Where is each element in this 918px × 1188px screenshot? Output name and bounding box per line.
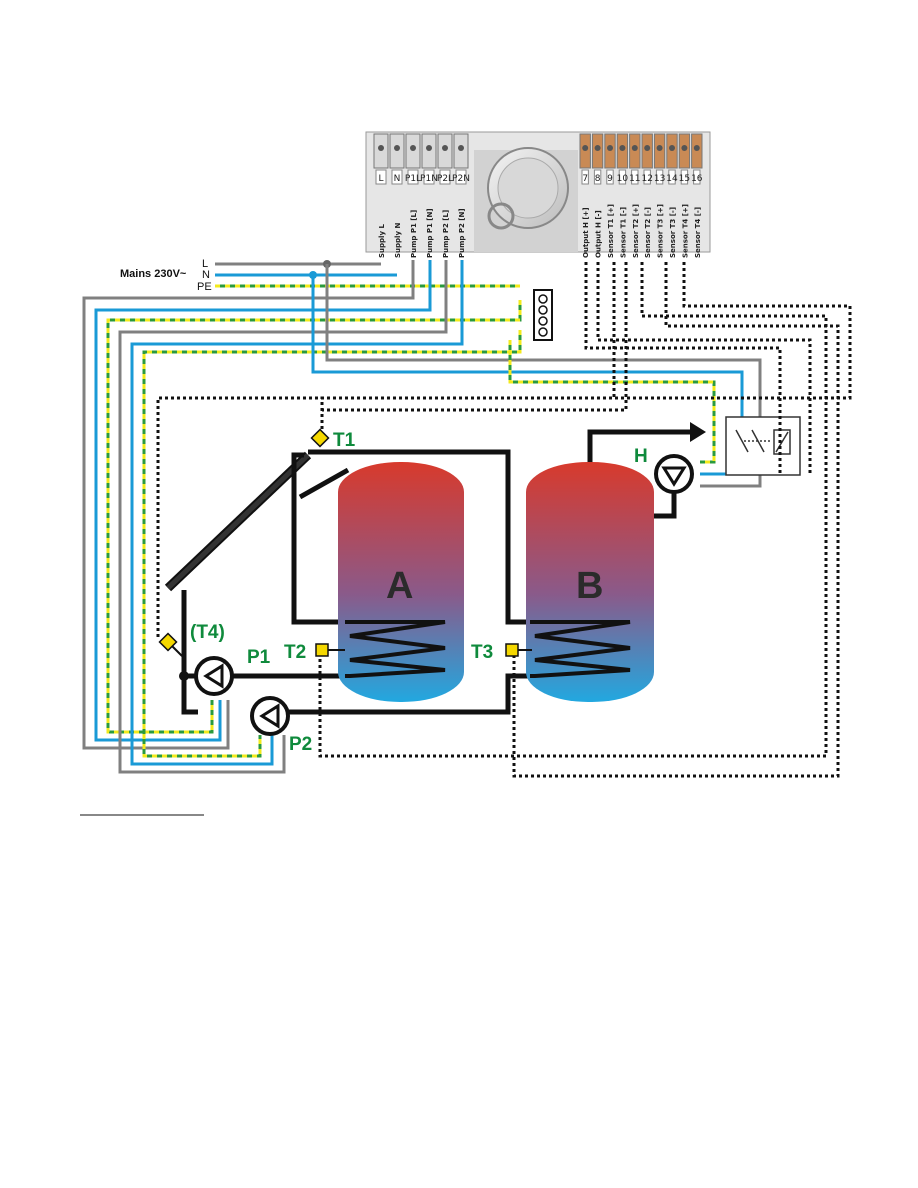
- collector-junction-dot: [179, 671, 189, 681]
- sensor-t2-label: T2: [284, 642, 306, 663]
- right-terminal-number: 10: [617, 174, 629, 184]
- pump-p2: P2: [250, 696, 312, 755]
- hydraulic-pipes: [164, 429, 690, 715]
- right-terminal-label: Output H [-]: [595, 210, 603, 258]
- tank-b-label: B: [576, 565, 603, 607]
- h-flow-arrow: [690, 422, 706, 442]
- pump-h: H: [634, 446, 694, 494]
- pump-p1: P1: [194, 647, 271, 696]
- right-terminal-label: Sensor T3 [-]: [669, 207, 677, 258]
- mains-line-l-label: L: [202, 258, 208, 270]
- tank-b: B: [526, 462, 654, 702]
- tank-a: A: [338, 462, 464, 702]
- mains-line-pe-label: PE: [197, 281, 212, 293]
- left-terminal-2: N Supply N: [389, 133, 405, 258]
- controller-dial-knob: [497, 157, 559, 219]
- right-terminal-label: Output H [+]: [582, 207, 590, 258]
- tank-b-coil: [530, 620, 631, 678]
- right-terminal-label: Sensor T1 [+]: [607, 204, 615, 258]
- left-terminal-1: L Supply L: [373, 133, 389, 258]
- pump-h-label: H: [634, 446, 648, 467]
- right-terminal-number: 12: [641, 174, 652, 184]
- right-terminal-label: Sensor T4 [+]: [681, 204, 689, 258]
- earth-terminal-block: [533, 289, 553, 341]
- relay-box: [725, 416, 801, 476]
- left-terminal-block: L Supply L N Supply N P1L Pump P1 [L] P1N Pump …: [373, 133, 470, 258]
- controller: L Supply L N Supply N P1L Pump P1 [L] P1N Pump …: [365, 131, 711, 258]
- sensor-t4: (T4): [158, 622, 225, 657]
- right-terminal-number: 7: [582, 174, 588, 184]
- left-terminal-number: L: [378, 174, 383, 184]
- right-terminal-number: 11: [629, 174, 640, 184]
- sensor-t1-label: T1: [333, 430, 356, 451]
- pump-p2-wiring: [118, 260, 522, 774]
- left-terminal-number: N: [394, 174, 401, 184]
- tank-a-coil: [345, 620, 446, 678]
- left-terminal-label: Pump P1 [N]: [426, 208, 434, 258]
- left-terminal-label: Pump P2 [L]: [442, 210, 450, 258]
- left-terminal-6: P2N Pump P2 [N]: [452, 133, 470, 258]
- tank-a-label: A: [386, 565, 413, 607]
- controller-ring: [487, 202, 515, 230]
- sensor-cables: [156, 262, 852, 778]
- left-terminal-number: P2N: [452, 174, 470, 184]
- sensor-t2: T2: [284, 642, 345, 663]
- right-terminal-label: Sensor T4 [-]: [694, 207, 702, 258]
- left-terminal-4: P1N Pump P1 [N]: [420, 133, 438, 258]
- mains-label: Mains 230V~: [120, 268, 187, 280]
- right-terminal-number: 9: [607, 174, 613, 184]
- pump-p2-label: P2: [289, 734, 312, 755]
- right-terminal-label: Sensor T2 [+]: [632, 204, 640, 258]
- pump-p1-wiring: [82, 260, 522, 750]
- right-terminal-number: 13: [654, 174, 665, 184]
- mains-line-n-label: N: [202, 269, 210, 281]
- sensor-t4-label: (T4): [190, 622, 225, 643]
- sensor-t3-label: T3: [471, 642, 493, 663]
- left-terminal-label: Supply N: [394, 223, 402, 258]
- left-terminal-5: P2L Pump P2 [L]: [437, 133, 453, 258]
- right-terminal-number: 16: [691, 174, 703, 184]
- right-terminal-number: 15: [679, 174, 690, 184]
- left-terminal-number: P1L: [405, 174, 421, 184]
- sensor-t1: T1: [310, 428, 356, 451]
- left-terminal-label: Supply L: [378, 224, 386, 258]
- right-terminal-number: 14: [666, 174, 678, 184]
- left-terminal-label: Pump P1 [L]: [410, 210, 418, 258]
- left-terminal-number: P2L: [437, 174, 453, 184]
- left-terminal-label: Pump P2 [N]: [458, 208, 466, 258]
- right-terminal-label: Sensor T1 [-]: [619, 207, 627, 258]
- right-terminal-label: Sensor T3 [+]: [657, 204, 665, 258]
- left-terminal-number: P1N: [420, 174, 438, 184]
- mains-feed: Mains 230V~ L N PE: [120, 258, 520, 293]
- right-terminal-label: Sensor T2 [-]: [644, 207, 652, 258]
- left-terminal-3: P1L Pump P1 [L]: [405, 133, 421, 258]
- sensor-t3: T3: [471, 642, 532, 663]
- right-terminal-number: 8: [595, 174, 601, 184]
- pump-p1-label: P1: [247, 647, 271, 668]
